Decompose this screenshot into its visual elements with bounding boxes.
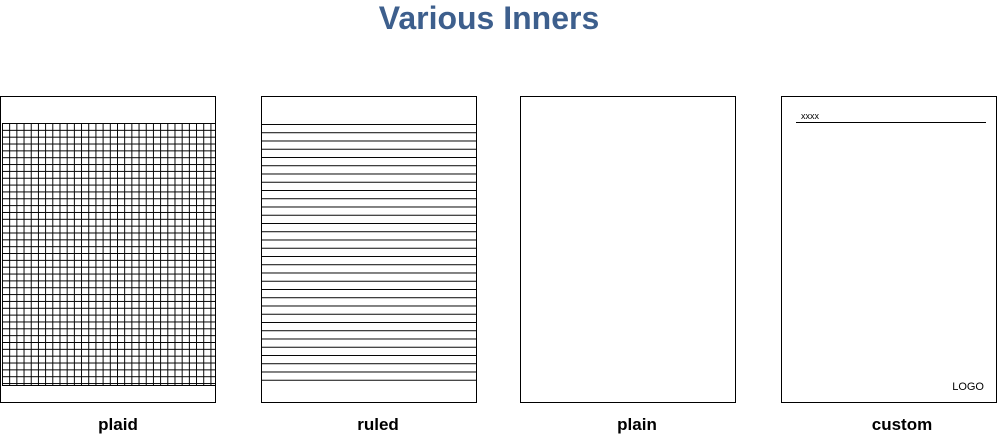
custom-header-line <box>796 122 986 123</box>
plaid-grid <box>2 123 215 386</box>
ruled-lines <box>262 124 476 387</box>
custom-header-text: xxxx <box>801 111 819 121</box>
plaid-caption: plaid <box>98 415 138 434</box>
custom-logo-text: LOGO <box>952 381 984 393</box>
ruled-caption: ruled <box>357 415 399 434</box>
plaid-page <box>0 96 216 403</box>
page-title: Various Inners <box>378 0 600 36</box>
ruled-page <box>261 96 477 403</box>
plain-caption: plain <box>617 415 657 434</box>
custom-page: xxxx LOGO <box>781 96 997 403</box>
plain-page <box>520 96 736 403</box>
custom-caption: custom <box>871 415 933 434</box>
